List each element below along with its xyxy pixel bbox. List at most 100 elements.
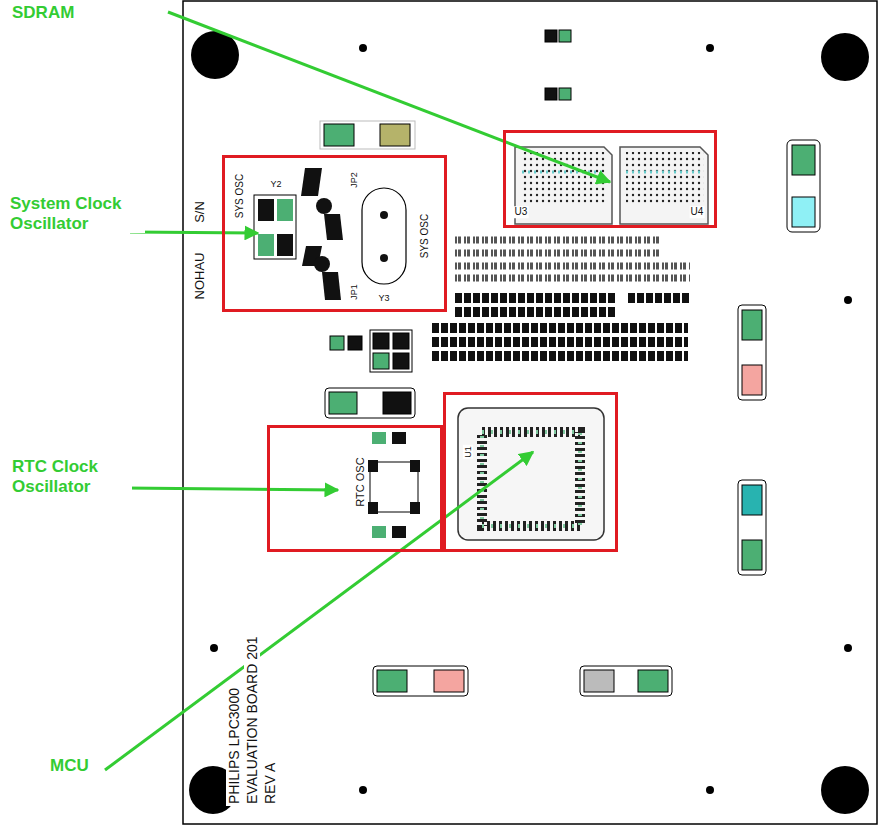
vias bbox=[210, 44, 852, 794]
capacitor-pad bbox=[742, 540, 762, 570]
resistor-pad bbox=[559, 30, 571, 42]
component-ref: Y2 bbox=[269, 179, 282, 189]
via bbox=[210, 644, 218, 652]
mounting-hole bbox=[191, 31, 239, 79]
capacitor-pad bbox=[638, 670, 668, 692]
capacitor-pad bbox=[392, 526, 406, 538]
silkscreen-text: NOHAU bbox=[193, 252, 208, 301]
resistor-arrays bbox=[432, 240, 690, 356]
capacitor-outline bbox=[580, 666, 672, 696]
board-revision: REV A bbox=[262, 761, 278, 806]
capacitor-outline bbox=[325, 388, 415, 418]
capacitor-pad bbox=[324, 124, 354, 146]
capacitor-outline bbox=[738, 305, 766, 400]
sdram-chip bbox=[620, 147, 708, 224]
ball-row bbox=[522, 171, 606, 174]
board-name: PHILIPS LPC3000 bbox=[226, 686, 242, 806]
resistor-pad bbox=[545, 88, 557, 100]
oscillator-pad bbox=[258, 234, 274, 256]
capacitor-outline bbox=[787, 140, 820, 232]
rtc-crystal-pad bbox=[368, 460, 378, 472]
capacitor-pad bbox=[392, 432, 406, 444]
capacitor-pad bbox=[372, 432, 386, 444]
component-ref: JP1 bbox=[349, 283, 359, 301]
quad-part-pad bbox=[393, 333, 409, 349]
mounting-hole bbox=[821, 33, 869, 81]
ball-grid bbox=[522, 152, 606, 204]
callout-arrow bbox=[125, 488, 338, 490]
mounting-hole bbox=[821, 766, 869, 814]
via bbox=[359, 786, 367, 794]
quad-part-pad bbox=[373, 353, 389, 369]
rtc-oscillator bbox=[368, 432, 420, 538]
capacitor-pad bbox=[742, 310, 762, 340]
via bbox=[359, 44, 367, 52]
oscillator-pad bbox=[258, 199, 274, 221]
callout-label: System Clock Oscillator bbox=[10, 194, 145, 233]
capacitor-pad bbox=[329, 392, 357, 414]
quad-part-pad bbox=[373, 333, 389, 349]
reference-marks bbox=[455, 240, 690, 278]
via bbox=[706, 786, 714, 794]
via bbox=[844, 296, 852, 304]
callout-arrows bbox=[105, 12, 610, 770]
component-ref: JP2 bbox=[349, 171, 359, 189]
via bbox=[706, 44, 714, 52]
capacitor-pad bbox=[742, 365, 762, 395]
rtc-crystal-pad bbox=[368, 502, 378, 514]
board-name: EVALUATION BOARD 201 bbox=[244, 634, 260, 806]
capacitors bbox=[320, 30, 820, 696]
capacitor-pad bbox=[383, 392, 411, 414]
component-ref: U3 bbox=[514, 206, 529, 218]
jumper-pad bbox=[314, 256, 330, 272]
mcu-package bbox=[458, 408, 604, 540]
jumper-pad bbox=[301, 168, 322, 196]
component-ref: Y3 bbox=[377, 293, 390, 303]
component-ref: SYS OSC bbox=[234, 173, 246, 219]
highlight-box: RTC OSC bbox=[267, 425, 443, 552]
capacitor-pad bbox=[380, 124, 410, 146]
callout-label: MCU bbox=[50, 756, 89, 776]
capacitor-pad bbox=[792, 145, 815, 175]
quad-part-outline bbox=[370, 330, 412, 372]
component-ref: U1 bbox=[463, 445, 473, 459]
component-ref: U4 bbox=[690, 206, 705, 218]
mcu-chip bbox=[458, 408, 604, 540]
oscillator-pad bbox=[277, 234, 293, 256]
component-ref: RTC OSC bbox=[354, 456, 367, 507]
callout-label: SDRAM bbox=[12, 3, 74, 23]
callout-arrow bbox=[105, 452, 533, 770]
sdram-chip bbox=[515, 147, 612, 224]
resistor-pad bbox=[545, 30, 557, 42]
crystal-pin bbox=[380, 211, 388, 219]
via bbox=[844, 644, 852, 652]
capacitor-pad bbox=[742, 485, 762, 515]
capacitor-pad bbox=[330, 336, 344, 350]
callout-label: RTC Clock Oscillator bbox=[12, 457, 132, 496]
capacitor-pad bbox=[372, 526, 386, 538]
system-oscillator bbox=[254, 168, 406, 300]
callout-arrow bbox=[130, 232, 258, 233]
oscillator-pad bbox=[277, 199, 293, 221]
highlight-box: SYS OSC Y2 JP2JP1 SYS OSC Y3 bbox=[222, 155, 447, 312]
crystal-pin bbox=[380, 254, 388, 262]
oscillator-body bbox=[254, 195, 296, 259]
rtc-crystal-pad bbox=[410, 502, 420, 514]
capacitor-outline bbox=[373, 666, 468, 696]
ball-grid bbox=[626, 152, 704, 204]
silkscreen-text: S/N bbox=[193, 200, 208, 224]
capacitor-pad bbox=[584, 670, 614, 692]
capacitor-pad bbox=[377, 670, 407, 692]
highlight-box: U1 bbox=[443, 392, 618, 552]
rtc-crystal-pad bbox=[410, 460, 420, 472]
jumper-pad bbox=[316, 198, 332, 214]
capacitor-pad bbox=[348, 336, 362, 350]
crystal-outline bbox=[362, 188, 406, 284]
jumper-pad bbox=[322, 272, 341, 300]
resistor-pad bbox=[559, 88, 571, 100]
resistor-pads bbox=[455, 298, 690, 312]
board-outline bbox=[183, 1, 877, 824]
jumper-pad bbox=[324, 214, 343, 240]
component-ref: SYS OSC bbox=[419, 213, 431, 259]
